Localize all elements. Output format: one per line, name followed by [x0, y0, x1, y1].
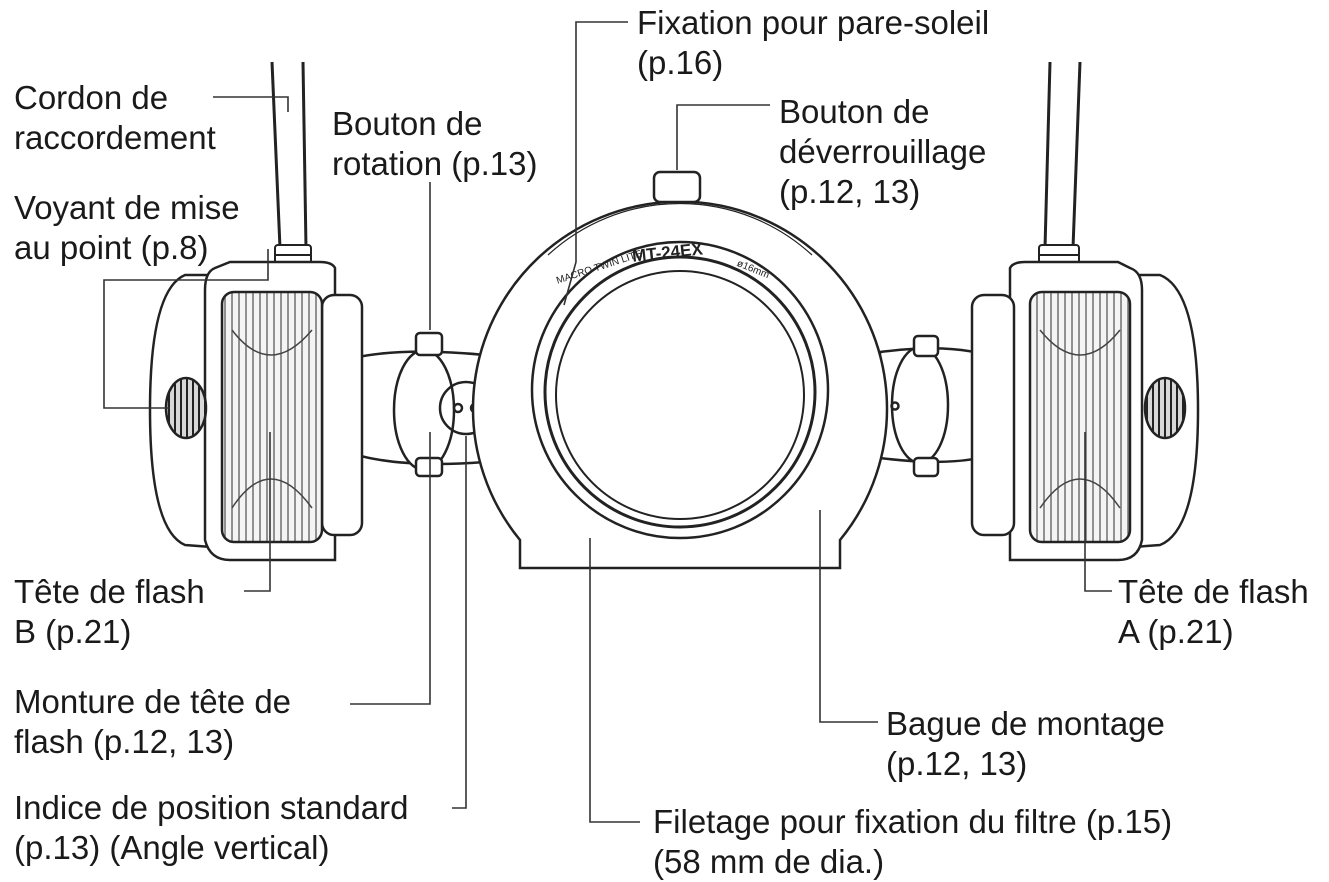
rotation-knob [414, 331, 940, 478]
label-indice-line1: Indice de position standard [14, 789, 409, 826]
connecting-cord [270, 61, 1082, 249]
label-tete-flash-a-line2: A (p.21) [1118, 613, 1234, 650]
label-bague: Bague de montage (p.12, 13) [886, 704, 1165, 784]
label-fixation-pare-soleil: Fixation pour pare-soleil (p.16) [637, 3, 989, 83]
label-bouton-deverrouillage: Bouton de déverrouillage (p.12, 13) [779, 92, 986, 212]
label-bouton-deverrouillage-line1: Bouton de [779, 93, 930, 130]
label-indice-line2: (p.13) (Angle vertical) [14, 829, 330, 866]
label-filetage: Filetage pour fixation du filtre (p.15) … [653, 802, 1172, 882]
leader-voyant [103, 249, 269, 409]
leader-monture [350, 432, 431, 705]
label-monture-line1: Monture de tête de [14, 683, 292, 720]
flash-head-b [148, 260, 364, 562]
release-button [652, 170, 702, 204]
label-bague-line1: Bague de montage [886, 705, 1165, 742]
leader-cordon [213, 96, 289, 112]
label-voyant-line1: Voyant de mise [14, 189, 240, 226]
label-filetage-line1: Filetage pour fixation du filtre (p.15) [653, 803, 1173, 840]
label-cordon: Cordon de raccordement [14, 78, 216, 158]
label-monture: Monture de tête de flash (p.12, 13) [14, 682, 291, 762]
leader-deverrouillage [676, 104, 770, 170]
label-cordon-line1: Cordon de [14, 79, 169, 116]
label-indice: Indice de position standard (p.13) (Angl… [14, 788, 408, 868]
leader-tete-a [1084, 432, 1112, 592]
flash-head-a [970, 260, 1200, 562]
label-tete-flash-b-line1: Tête de flash [14, 573, 205, 610]
label-cordon-line2: raccordement [14, 119, 216, 156]
label-tete-flash-a-line1: Tête de flash [1118, 573, 1309, 610]
label-bouton-deverrouillage-line3: (p.12, 13) [779, 173, 921, 210]
label-tete-flash-b: Tête de flash B (p.21) [14, 572, 205, 652]
label-filetage-line2: (58 mm de dia.) [653, 843, 885, 880]
label-tete-flash-b-line2: B (p.21) [14, 613, 132, 650]
label-voyant: Voyant de mise au point (p.8) [14, 188, 240, 268]
label-bouton-deverrouillage-line2: déverrouillage [779, 133, 987, 170]
label-monture-line2: flash (p.12, 13) [14, 723, 235, 760]
label-fixation-pare-soleil-line1: Fixation pour pare-soleil [637, 4, 990, 41]
leader-pare-soleil [563, 21, 628, 306]
flash-head-mount [328, 345, 1002, 472]
label-voyant-line2: au point (p.8) [14, 229, 209, 266]
label-bouton-rotation-line2: rotation (p.13) [332, 145, 538, 182]
leader-filetage [589, 538, 640, 823]
label-tete-flash-a: Tête de flash A (p.21) [1118, 572, 1309, 652]
leader-indice [452, 436, 467, 809]
label-bouton-rotation: Bouton de rotation (p.13) [332, 104, 537, 184]
label-bouton-rotation-line1: Bouton de [332, 105, 483, 142]
leader-tete-b [244, 432, 271, 592]
label-bague-line2: (p.12, 13) [886, 745, 1028, 782]
leader-bague [819, 510, 878, 723]
leader-lines [103, 21, 1112, 823]
mounting-ring [471, 200, 889, 570]
label-fixation-pare-soleil-line2: (p.16) [637, 44, 724, 81]
